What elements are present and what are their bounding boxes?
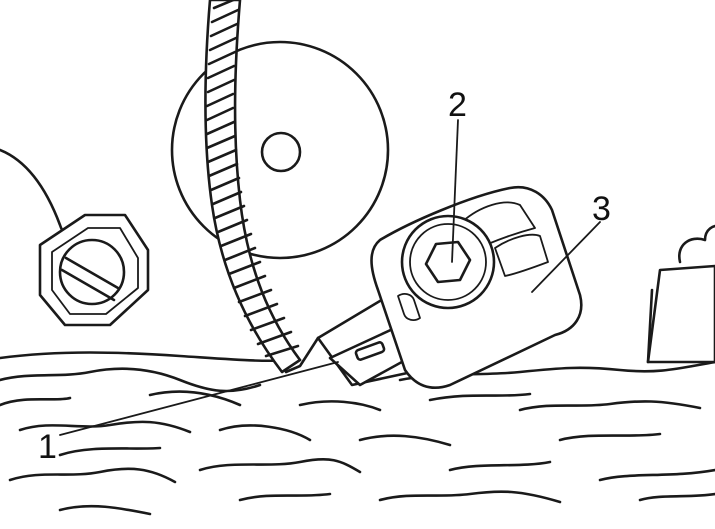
engine-block-surface [0,351,715,516]
braided-hose [204,0,302,374]
callout-label-3: 3 [592,190,611,228]
pulley [170,40,390,260]
leader-line-3 [531,221,601,293]
leader-line-2 [451,119,459,263]
callout-label-1: 1 [38,428,57,466]
bracket-right [646,224,715,364]
leader-line-1 [59,361,339,436]
callout-label-2: 2 [448,86,467,124]
hex-fitting [38,213,150,327]
sensor-housing [370,185,583,390]
